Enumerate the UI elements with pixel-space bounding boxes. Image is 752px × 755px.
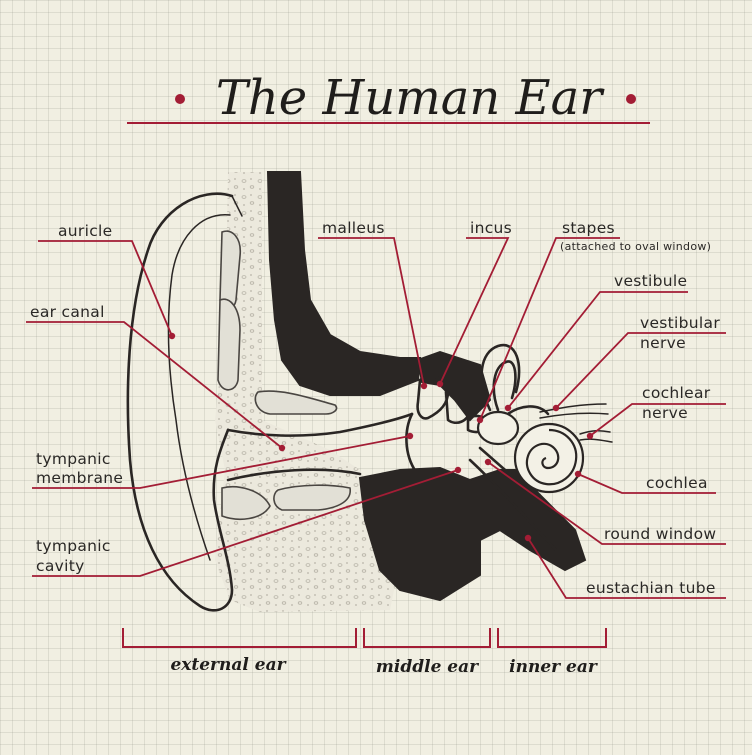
vestibular-nerve-label-2: nerve — [640, 334, 686, 352]
inner-ear-bracket — [498, 628, 606, 647]
tympanic-cavity-label-1: tympanic — [36, 537, 111, 555]
section-brackets: external ear middle ear inner ear — [123, 628, 606, 677]
malleus-dot — [421, 383, 427, 389]
title-right-dot — [626, 94, 636, 104]
tympanic-membrane-label-1: tympanic — [36, 450, 111, 468]
round-window-label: round window — [604, 525, 716, 543]
vestibular-nerve-dot — [553, 405, 559, 411]
temporal-bone-upper — [268, 172, 420, 395]
ear-canal-dot — [279, 445, 285, 451]
cochlear-nerve-shape-2 — [580, 439, 612, 442]
malleus-label: malleus — [322, 219, 385, 237]
temporal-bone-middle — [418, 352, 490, 420]
cochlear-nerve-label-2: nerve — [642, 404, 688, 422]
auricle-label: auricle — [58, 222, 112, 240]
tympanic-membrane-shape — [406, 414, 416, 472]
tympanic-cavity-label-2: cavity — [36, 557, 85, 575]
cochlear-nerve-label-1: cochlear — [642, 384, 711, 402]
ear-canal-label: ear canal — [30, 303, 105, 321]
stapes-leader — [480, 238, 620, 420]
incus-label: incus — [470, 219, 512, 237]
tympanic-membrane-label-2: membrane — [36, 469, 123, 487]
eustachian-tube-dot — [525, 535, 531, 541]
middle-ear-bracket — [364, 628, 490, 647]
stapes-label: stapes — [562, 219, 615, 237]
vestibule-label: vestibule — [614, 272, 687, 290]
cochlea-dot — [575, 471, 581, 477]
cartilage-canal — [255, 391, 336, 414]
tympanic-membrane-dot — [407, 433, 413, 439]
stapes-dot — [477, 417, 483, 423]
vestibule-shape — [478, 412, 518, 444]
auricle-dot — [169, 333, 175, 339]
cochlea-shape — [515, 424, 583, 492]
inner-ear-label: inner ear — [509, 657, 598, 677]
title-left-dot — [175, 94, 185, 104]
middle-ear-label: middle ear — [376, 657, 479, 677]
incus-dot — [437, 381, 443, 387]
cochlear-nerve-dot — [587, 433, 593, 439]
external-ear-label: external ear — [170, 655, 286, 675]
cartilage-mid — [218, 299, 240, 390]
vestibule-dot — [505, 405, 511, 411]
vestibular-nerve-shape-2 — [540, 413, 608, 418]
tympanic-cavity-dot — [455, 467, 461, 473]
external-ear-bracket — [123, 628, 356, 647]
eustachian-tube-label: eustachian tube — [586, 579, 716, 597]
vestibular-nerve-label-1: vestibular — [640, 314, 720, 332]
page-title: The Human Ear — [216, 70, 605, 126]
vestibular-nerve-shape — [540, 404, 606, 412]
cochlea-label: cochlea — [646, 474, 708, 492]
round-window-dot — [485, 459, 491, 465]
title-group: The Human Ear — [127, 70, 650, 126]
stapes-note: (attached to oval window) — [560, 240, 711, 253]
